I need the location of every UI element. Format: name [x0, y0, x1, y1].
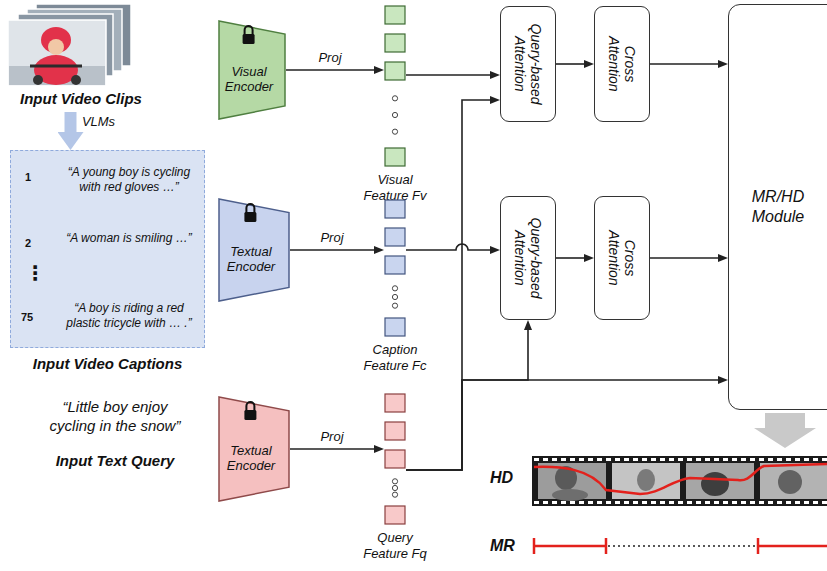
attention-block: Query-based Attention: [500, 196, 556, 320]
item-number: 75: [21, 311, 33, 324]
block-label: Textual Encoder: [220, 245, 282, 275]
feature-square: [385, 62, 405, 80]
ellipsis-dot: [392, 96, 397, 101]
module-block: MR/HD Module: [728, 4, 827, 410]
block-label: Query-based Attention: [512, 208, 544, 308]
connector: [406, 74, 490, 76]
block-label: MR/HD Module: [738, 187, 818, 227]
edge-label: Proj: [318, 230, 345, 246]
panel-caption: Input Video Captions: [33, 355, 182, 373]
connector: [290, 448, 374, 450]
film-strip: [532, 456, 827, 506]
video-frames: [8, 4, 133, 86]
encoder-block: Textual Encoder: [218, 396, 290, 502]
block-label: Query-based Attention: [512, 14, 544, 114]
moment-span: [534, 538, 827, 554]
output-label: HD: [490, 468, 513, 487]
item-number: 2: [25, 237, 31, 250]
block-label: Cross Attention: [606, 28, 638, 100]
connector: [406, 244, 490, 250]
feature-square: [385, 148, 405, 166]
feature-stack: Query Feature Fq: [384, 394, 406, 524]
feature-squares: [384, 200, 406, 336]
caption-text: “A boy is riding a red plastic tricycle …: [59, 301, 199, 331]
feature-square: [385, 450, 405, 468]
feature-stack: Visual Feature Fv: [384, 6, 406, 166]
block-label: Textual Encoder: [220, 444, 282, 474]
attention-block: Query-based Attention: [500, 6, 556, 122]
connector: [286, 69, 374, 71]
ellipsis-dot: [392, 479, 397, 484]
connector: [290, 249, 374, 251]
feature-square: [385, 34, 405, 52]
feature-squares: [384, 394, 406, 524]
ellipsis-dots: ⋮: [25, 263, 45, 283]
panel-caption: Caption Feature Fc: [356, 342, 434, 373]
edge-label: VLMs: [80, 114, 117, 130]
feature-square: [385, 318, 405, 336]
block-arrow: [65, 112, 77, 132]
connector: [406, 100, 490, 470]
feature-square: [385, 394, 405, 412]
feature-square: [385, 256, 405, 274]
output-arrow: [754, 413, 816, 448]
output-label: MR: [490, 536, 515, 555]
feature-stack: Caption Feature Fc: [384, 200, 406, 336]
feature-square: [385, 6, 405, 24]
panel-caption: Query Feature Fq: [356, 530, 434, 561]
encoder-outline: [219, 199, 289, 301]
connector: [406, 380, 718, 470]
attention-block: Cross Attention: [594, 196, 650, 320]
lock-icon: [244, 204, 256, 222]
block-label: Cross Attention: [606, 222, 638, 294]
ellipsis-dot: [392, 303, 397, 308]
feature-square: [385, 200, 405, 218]
connector: [650, 257, 718, 259]
encoder-block: Visual Encoder: [218, 20, 286, 120]
feature-square: [385, 506, 405, 524]
edge-label: Proj: [316, 50, 343, 66]
video-clips: Input Video Clips: [8, 4, 133, 112]
panel-caption: Input Video Clips: [20, 90, 142, 108]
ellipsis-dot: [392, 286, 397, 291]
ellipsis-dot: [392, 112, 397, 117]
connector: [556, 257, 584, 259]
ellipsis-dot: [392, 129, 397, 134]
encoder-outline: [219, 21, 285, 119]
item-number: 1: [25, 171, 31, 184]
query-text: “Little boy enjoy cycling in the snow”: [40, 398, 190, 436]
connector: [406, 330, 528, 470]
edge-label: Proj: [318, 429, 345, 445]
feature-square: [385, 228, 405, 246]
ellipsis-dot: [392, 485, 397, 490]
feature-square: [385, 422, 405, 440]
lock-icon: [244, 402, 256, 420]
feature-squares: [384, 6, 406, 166]
encoder-block: Textual Encoder: [218, 198, 290, 302]
caption-text: “A young boy is cycling with red gloves …: [59, 165, 199, 195]
caption-text: “A woman is smiling …”: [59, 231, 199, 246]
attention-block: Cross Attention: [594, 6, 650, 122]
connector: [650, 63, 718, 65]
ellipsis-dot: [392, 294, 397, 299]
caption-list: 1 “A young boy is cycling with red gloves…: [10, 150, 205, 348]
lock-icon: [243, 26, 255, 44]
connector: [556, 63, 584, 65]
ellipsis-dot: [392, 492, 397, 497]
panel-caption: Input Text Query: [20, 452, 210, 470]
encoder-outline: [219, 397, 289, 501]
block-label: Visual Encoder: [220, 65, 278, 95]
panel-caption: Visual Feature Fv: [356, 172, 434, 203]
